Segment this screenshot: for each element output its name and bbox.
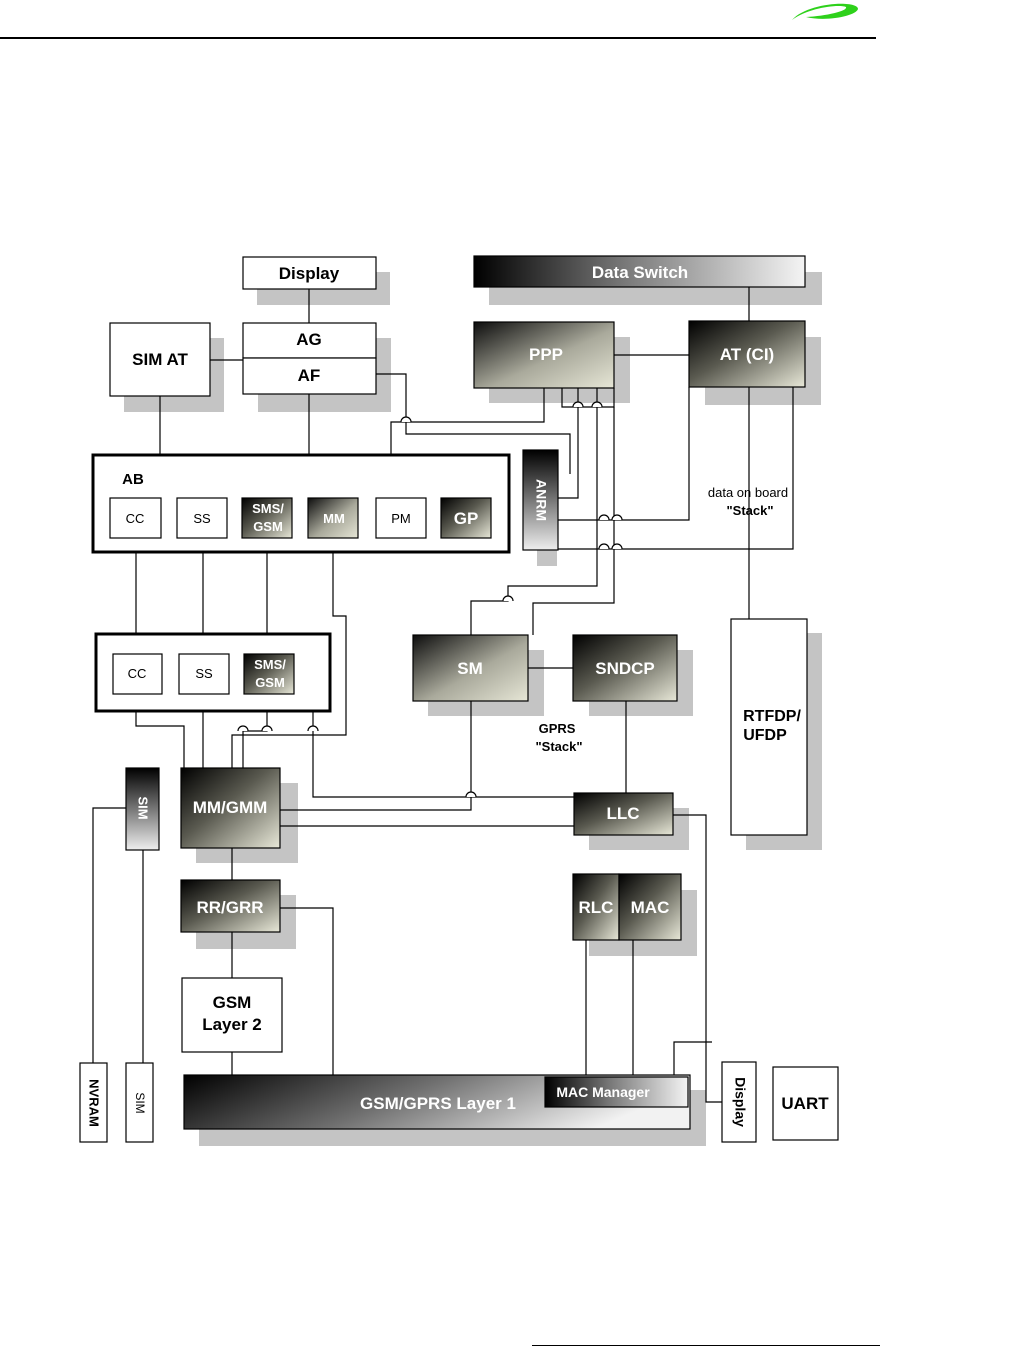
display-bottom-label: Display — [732, 1077, 748, 1127]
ab-sms-label: SMS/ — [252, 501, 284, 516]
display-top-label: Display — [279, 264, 340, 283]
ab-gsm-label: GSM — [253, 519, 283, 534]
ss2-label: SS — [195, 666, 213, 681]
at-ci-label: AT (CI) — [720, 345, 774, 364]
uart-label: UART — [781, 1094, 829, 1113]
sim-left-label: SIM — [136, 796, 151, 819]
sim-at-label: SIM AT — [132, 350, 188, 369]
ab-label: AB — [122, 471, 144, 488]
ab-cc-label: CC — [126, 511, 145, 526]
ab-mm-label: MM — [323, 511, 345, 526]
mm-gmm-label: MM/GMM — [193, 798, 268, 817]
rlc-label: RLC — [579, 898, 614, 917]
sim-bottom-label: SIM — [133, 1092, 147, 1113]
gprs-stack-label: "Stack" — [535, 739, 582, 754]
rtfdp-label-1: RTFDP/ — [743, 708, 801, 725]
llc-label: LLC — [606, 804, 639, 823]
gsm-layer2-label-1: GSM — [213, 993, 252, 1012]
af-label: AF — [298, 366, 321, 385]
mac-label: MAC — [631, 898, 670, 917]
data-switch-label: Data Switch — [592, 263, 688, 282]
ab-ss-label: SS — [193, 511, 211, 526]
layer1-label: GSM/GPRS Layer 1 — [360, 1094, 516, 1113]
swoosh-logo — [792, 4, 858, 20]
mac-manager-label: MAC Manager — [556, 1084, 650, 1100]
sm-label: SM — [457, 659, 483, 678]
ag-label: AG — [296, 330, 322, 349]
nvram-label: NVRAM — [87, 1079, 102, 1127]
rr-grr-label: RR/GRR — [196, 898, 263, 917]
ab-gp-label: GP — [454, 509, 479, 528]
data-on-board-label: data on board — [708, 485, 788, 500]
cc2-label: CC — [128, 666, 147, 681]
sndcp-label: SNDCP — [595, 659, 655, 678]
ppp-label: PPP — [529, 345, 563, 364]
gsm2-label: GSM — [255, 675, 285, 690]
sms2-label: SMS/ — [254, 657, 286, 672]
rtfdp-label-2: UFDP — [743, 727, 787, 744]
ab-pm-label: PM — [391, 511, 411, 526]
anrm-label: ANRM — [533, 479, 549, 521]
data-stack-label: "Stack" — [726, 503, 773, 518]
gsm-layer2-label-2: Layer 2 — [202, 1015, 262, 1034]
gprs-label: GPRS — [539, 721, 576, 736]
